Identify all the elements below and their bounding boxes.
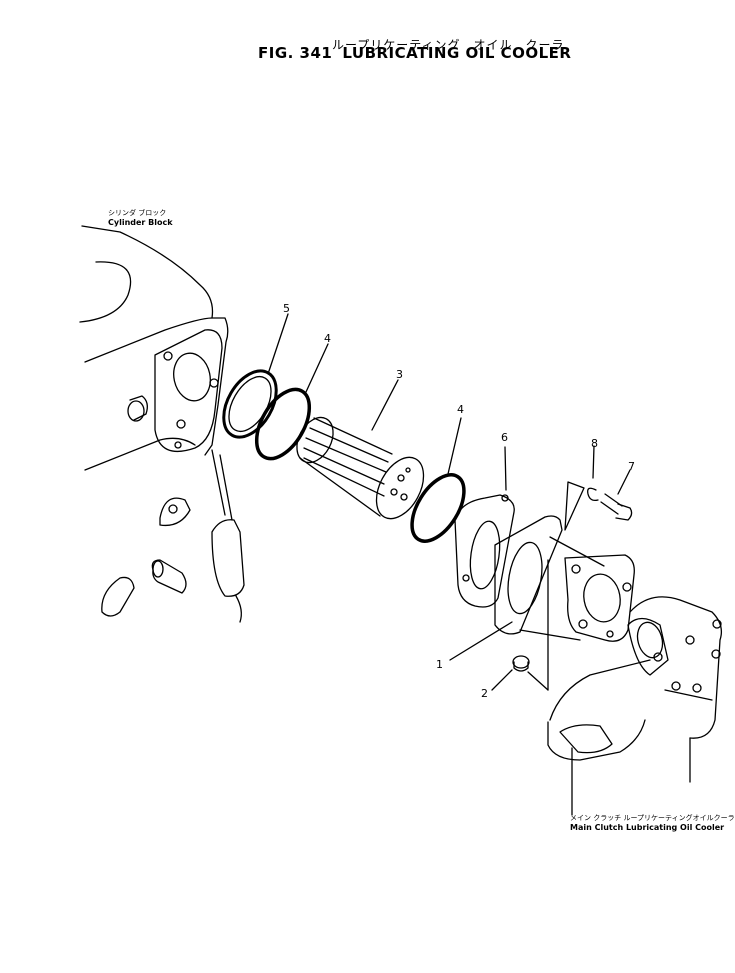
title-japanese: ループリケーティング オイル クーラ xyxy=(332,38,565,52)
part-3-element xyxy=(296,379,425,520)
callout-1: 1 xyxy=(436,658,443,671)
part-7-bolt xyxy=(600,469,633,521)
cylinder-block-label-jp: シリンダ ブロック xyxy=(108,209,167,217)
figure-number: FIG. 341 xyxy=(258,44,333,62)
cylinder-block-label-en: Cylinder Block xyxy=(108,218,173,227)
callout-8: 8 xyxy=(591,437,598,450)
callout-7: 7 xyxy=(628,460,635,473)
part-4-oring-lower xyxy=(410,417,466,543)
part-2-plug xyxy=(491,655,549,691)
part-8-washer xyxy=(564,445,599,531)
cylinder-block-label: シリンダ ブロック Cylinder Block xyxy=(108,209,173,227)
part-5-ring xyxy=(222,313,289,439)
cylinder-block xyxy=(79,225,245,623)
callout-6: 6 xyxy=(501,431,508,444)
figure-title: FIG. 341 LUBRICATING OIL COOLER xyxy=(258,44,581,62)
main-clutch-cooler-label-jp: メイン クラッチ ループリケーティングオイルクーラ xyxy=(570,814,735,822)
main-clutch-cooler xyxy=(547,596,723,816)
main-clutch-cooler-label: メイン クラッチ ループリケーティングオイルクーラ Main Clutch Lu… xyxy=(570,814,735,832)
callout-4-upper: 4 xyxy=(324,332,331,345)
figure-name: LUBRICATING OIL COOLER xyxy=(342,44,572,62)
part-6-gasket xyxy=(454,446,515,608)
callout-2: 2 xyxy=(481,687,488,700)
callout-3: 3 xyxy=(396,368,403,381)
part-1-cooler-body xyxy=(449,515,635,691)
callout-5: 5 xyxy=(283,302,290,315)
main-clutch-cooler-label-en: Main Clutch Lubricating Oil Cooler xyxy=(570,823,725,832)
part-4-oring-upper xyxy=(254,343,329,461)
callout-4-lower: 4 xyxy=(457,403,464,416)
